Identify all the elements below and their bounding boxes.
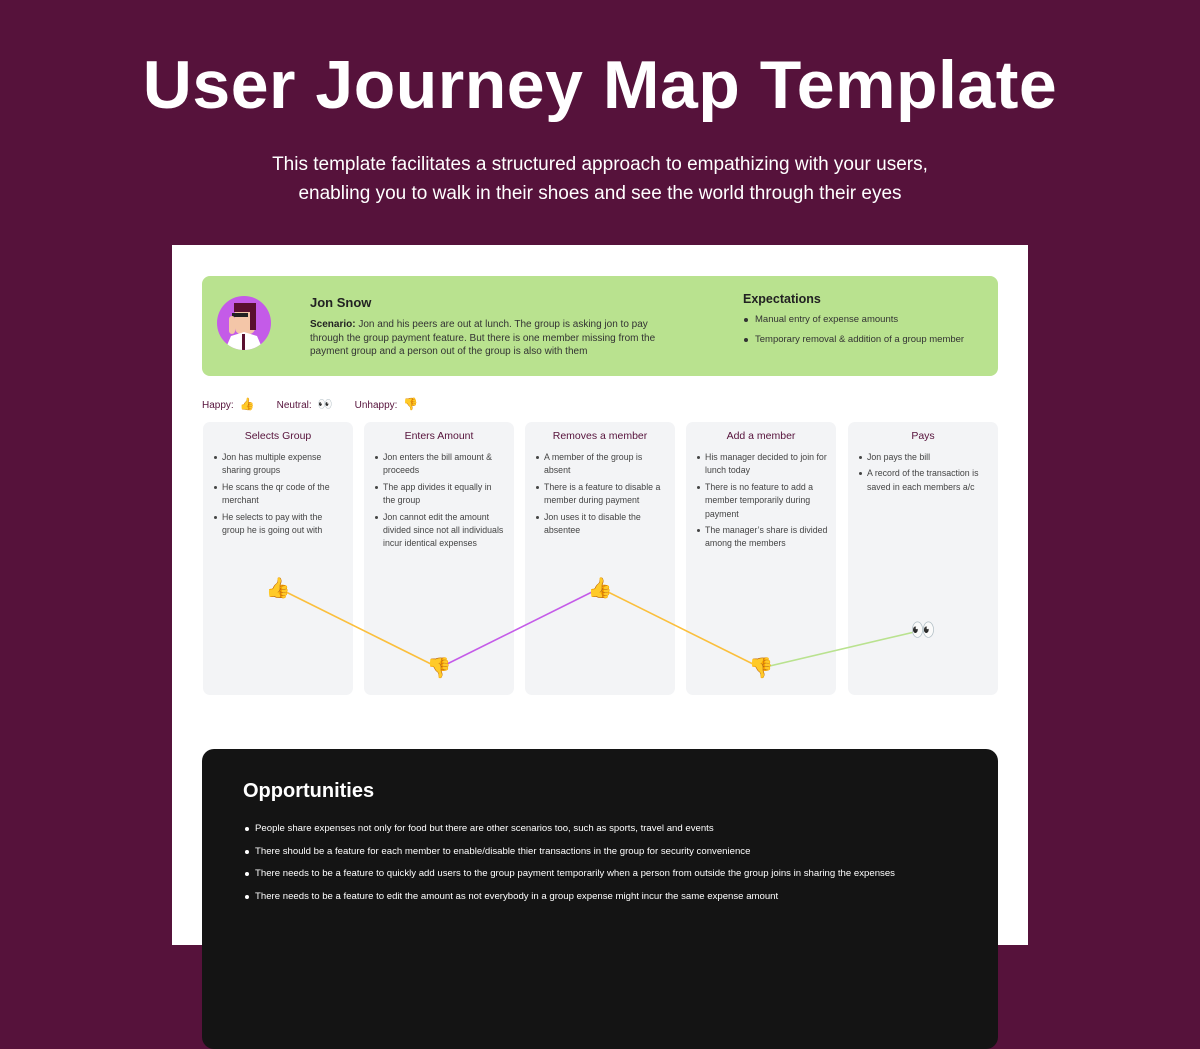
avatar (217, 296, 271, 350)
persona-name: Jon Snow (310, 295, 372, 310)
thumbs-down-icon: 👎 (426, 657, 452, 680)
stage-item: Jon pays the bill (858, 451, 990, 464)
expectations-list: Manual entry of expense amounts Temporar… (743, 313, 973, 353)
stage-title: Selects Group (244, 430, 312, 442)
thumbs-down-icon: 👎 (748, 657, 774, 680)
legend-neutral: Neutral: 👀 (277, 397, 333, 411)
subtitle-line: This template facilitates a structured a… (272, 154, 928, 175)
stage-item: Jon enters the bill amount & proceeds (374, 451, 506, 478)
subtitle-line: enabling you to walk in their shoes and … (298, 183, 902, 204)
persona-card: Jon Snow Scenario: Jon and his peers are… (202, 276, 998, 376)
stage-list: His manager decided to join for lunch to… (696, 451, 828, 551)
stage-item: The app divides it equally in the group (374, 481, 506, 508)
persona-scenario: Scenario: Jon and his peers are out at l… (310, 318, 660, 359)
legend-happy: Happy: 👍 (202, 397, 255, 411)
legend-label: Unhappy: (354, 400, 398, 411)
stage-item: There is a feature to disable a member d… (535, 481, 667, 508)
thumbs-up-icon: 👍 (239, 397, 255, 411)
legend-label: Neutral: (276, 400, 312, 411)
legend-label: Happy: (202, 400, 234, 411)
scenario-label: Scenario: (310, 319, 356, 330)
stage-title: Pays (911, 430, 935, 442)
stage-item: Jon cannot edit the amount divided since… (374, 511, 506, 551)
opportunity-item: People share expenses not only for food … (244, 823, 895, 835)
eyes-icon: 👀 (910, 619, 936, 642)
opportunities-title: Opportunities (243, 780, 375, 802)
stage-column: Removes a member A member of the group is… (525, 422, 675, 695)
stage-item: A member of the group is absent (535, 451, 667, 478)
scenario-text: Jon and his peers are out at lunch. The … (310, 319, 656, 357)
opportunity-item: There should be a feature for each membe… (244, 846, 895, 858)
opportunities-list: People share expenses not only for food … (244, 823, 895, 913)
thumbs-down-icon: 👎 (403, 397, 419, 411)
stage-item: The manager’s share is divided among the… (696, 524, 828, 551)
stage-item: Jon uses it to disable the absentee (535, 511, 667, 538)
legend-unhappy: Unhappy: 👎 (355, 397, 419, 411)
stage-title: Add a member (726, 430, 796, 442)
opportunity-item: There needs to be a feature to quickly a… (244, 868, 895, 880)
stage-item: His manager decided to join for lunch to… (696, 451, 828, 478)
stage-item: He selects to pay with the group he is g… (213, 511, 345, 538)
eyes-icon: 👀 (317, 397, 333, 411)
journey-map-sheet: Jon Snow Scenario: Jon and his peers are… (172, 245, 1028, 1049)
thumbs-up-icon: 👍 (587, 577, 613, 600)
expectation-item: Temporary removal & addition of a group … (743, 333, 973, 347)
page-title: User Journey Map Template (142, 47, 1058, 123)
opportunities-panel: Opportunities People share expenses not … (202, 749, 998, 1049)
thumbs-up-icon: 👍 (265, 577, 291, 600)
stage-item: There is no feature to add a member temp… (696, 481, 828, 521)
stage-title: Removes a member (552, 430, 648, 442)
expectations-title: Expectations (743, 292, 821, 306)
stage-list: Jon pays the bill A record of the transac… (858, 451, 990, 494)
expectation-item: Manual entry of expense amounts (743, 313, 973, 327)
page-subtitle: This template facilitates a structured a… (0, 150, 1200, 208)
stage-item: He scans the qr code of the merchant (213, 481, 345, 508)
stage-item: A record of the transaction is saved in … (858, 467, 990, 494)
emotion-legend: Happy: 👍 Neutral: 👀 Unhappy: 👎 (202, 397, 418, 411)
stage-title: Enters Amount (404, 430, 474, 442)
opportunity-item: There needs to be a feature to edit the … (244, 891, 895, 903)
stage-item: Jon has multiple expense sharing groups (213, 451, 345, 478)
